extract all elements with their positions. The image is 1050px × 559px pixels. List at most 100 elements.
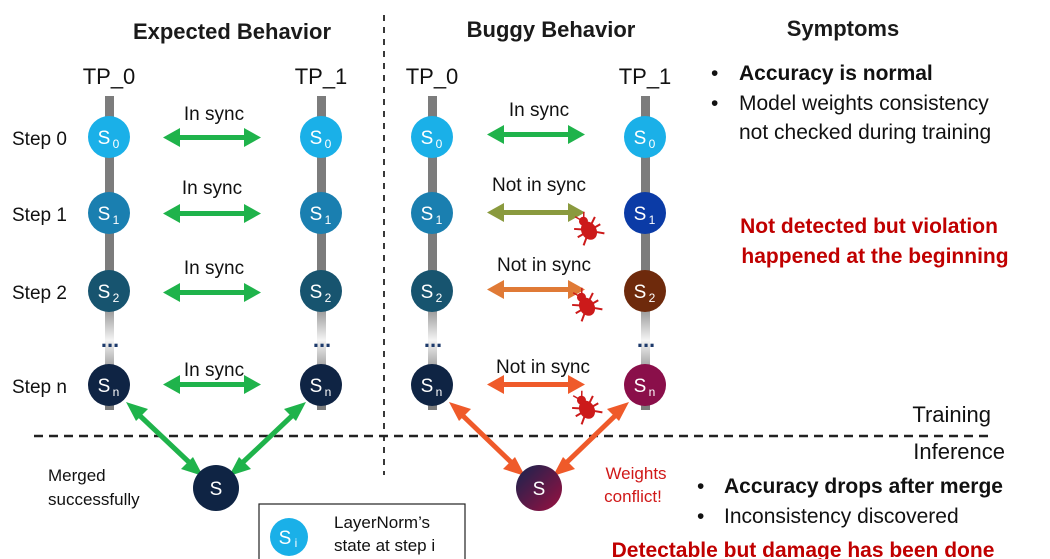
- expected-tp0-label: TP_0: [83, 64, 136, 89]
- merged-label-line1: Merged: [48, 466, 106, 485]
- svg-text:S: S: [210, 479, 223, 500]
- node-expected-tp1-stepn: S n: [300, 364, 342, 406]
- buggy-sync-label-1: Not in sync: [492, 175, 586, 196]
- svg-text:1: 1: [436, 213, 443, 227]
- expected-tp1-rail-gap: [317, 310, 326, 370]
- legend-box: S i LayerNorm’s state at step i: [258, 503, 466, 559]
- node-expected-tp0-step0: S 0: [88, 116, 130, 158]
- merged-label-line2: successfully: [48, 490, 140, 509]
- svg-text:S: S: [421, 204, 434, 225]
- symptom-inconsistency: Inconsistency discovered: [724, 505, 959, 528]
- symptom-bullet-3: •: [697, 475, 704, 498]
- legend-line2: state at step i: [334, 536, 435, 555]
- svg-text:S: S: [634, 282, 647, 303]
- step-1-label: Step 1: [12, 205, 67, 226]
- svg-text:1: 1: [325, 213, 332, 227]
- expected-arrow-step-0: [163, 128, 261, 147]
- symptom-weights-line1: Model weights consistency: [739, 92, 989, 115]
- svg-text:S: S: [310, 282, 323, 303]
- symptom-bullet-4: •: [697, 505, 704, 528]
- expected-sync-label-0: In sync: [184, 104, 244, 125]
- svg-text:0: 0: [113, 137, 120, 151]
- legend-line1: LayerNorm’s: [334, 513, 430, 532]
- svg-text:n: n: [436, 385, 443, 399]
- node-buggy-tp1-stepn: S n: [624, 364, 666, 406]
- expected-sync-label-1: In sync: [182, 178, 242, 199]
- svg-text:S: S: [98, 282, 111, 303]
- symptom-bullet-2: •: [711, 92, 718, 115]
- node-expected-tp1-step1: S 1: [300, 192, 342, 234]
- step-n-label: Step n: [12, 377, 67, 398]
- buggy-tp0-ellipsis: ...: [424, 327, 442, 352]
- buggy-tp0-rail-gap: [428, 310, 437, 370]
- expected-arrow-step-n: [163, 375, 261, 394]
- node-buggy-tp1-step0: S 0: [624, 116, 666, 158]
- step-0-label: Step 0: [12, 129, 67, 150]
- buggy-merge-arrows: [449, 402, 629, 476]
- svg-text:0: 0: [436, 137, 443, 151]
- node-expected-tp1-step0: S 0: [300, 116, 342, 158]
- buggy-arrow-step-1: [487, 203, 585, 222]
- buggy-tp1-label: TP_1: [619, 64, 672, 89]
- expected-tp0-ellipsis: ...: [101, 327, 119, 352]
- merged-node-buggy: S: [516, 465, 562, 511]
- node-buggy-tp0-step2: S 2: [411, 270, 453, 312]
- step-2-label: Step 2: [12, 283, 67, 304]
- symptom-weights-line2: not checked during training: [739, 121, 991, 144]
- node-buggy-tp0-stepn: S n: [411, 364, 453, 406]
- buggy-tp1-rail-gap: [641, 310, 650, 370]
- node-buggy-tp0-step0: S 0: [411, 116, 453, 158]
- legend-node-subscript: i: [295, 536, 298, 550]
- svg-text:S: S: [634, 128, 647, 149]
- svg-text:n: n: [113, 385, 120, 399]
- expected-arrow-step-1: [163, 204, 261, 223]
- svg-text:S: S: [634, 376, 647, 397]
- svg-text:1: 1: [113, 213, 120, 227]
- buggy-arrow-step-n: [487, 375, 585, 394]
- svg-text:S: S: [421, 282, 434, 303]
- svg-text:S: S: [310, 204, 323, 225]
- alert-not-detected-line2: happened at the beginning: [741, 245, 1008, 268]
- node-buggy-tp1-step1: S 1: [624, 192, 666, 234]
- buggy-arrow-step-0: [487, 125, 585, 144]
- svg-text:S: S: [421, 376, 434, 397]
- expected-sync-arrows: [163, 128, 261, 394]
- expected-tp0-rail-gap: [105, 310, 114, 370]
- buggy-tp1-ellipsis: ...: [637, 327, 655, 352]
- svg-text:S: S: [98, 376, 111, 397]
- svg-text:S: S: [634, 204, 647, 225]
- symptoms-title: Symptoms: [787, 16, 899, 41]
- buggy-sync-label-0: In sync: [509, 100, 569, 121]
- symptom-bullet-1: •: [711, 62, 718, 85]
- svg-text:2: 2: [325, 291, 332, 305]
- legend-node-swatch: [270, 518, 308, 556]
- alert-damage-done: Detectable but damage has been done: [612, 539, 995, 559]
- node-buggy-tp1-step2: S 2: [624, 270, 666, 312]
- svg-text:0: 0: [325, 137, 332, 151]
- node-buggy-tp0-step1: S 1: [411, 192, 453, 234]
- training-phase-label: Training: [912, 402, 991, 427]
- svg-text:S: S: [421, 128, 434, 149]
- expected-tp1-label: TP_1: [295, 64, 348, 89]
- buggy-tp0-label: TP_0: [406, 64, 459, 89]
- node-expected-tp0-step1: S 1: [88, 192, 130, 234]
- node-expected-tp1-step2: S 2: [300, 270, 342, 312]
- svg-text:S: S: [310, 128, 323, 149]
- conflict-label-line1: Weights: [605, 464, 666, 483]
- expected-tp1-ellipsis: ...: [313, 327, 331, 352]
- conflict-label-line2: conflict!: [604, 487, 662, 506]
- svg-text:S: S: [533, 479, 546, 500]
- buggy-behavior-title: Buggy Behavior: [467, 17, 636, 42]
- symptom-accuracy-normal: Accuracy is normal: [739, 62, 933, 85]
- symptom-accuracy-drops: Accuracy drops after merge: [724, 475, 1003, 498]
- expected-sync-label-2: In sync: [184, 258, 244, 279]
- buggy-arrow-step-2: [487, 280, 585, 299]
- expected-merge-arrows: [126, 402, 306, 476]
- inference-phase-label: Inference: [913, 439, 1005, 464]
- svg-text:0: 0: [649, 137, 656, 151]
- svg-text:S: S: [98, 204, 111, 225]
- bug-icon-step-n: [565, 385, 605, 426]
- svg-text:S: S: [98, 128, 111, 149]
- svg-text:n: n: [649, 385, 656, 399]
- expected-behavior-title: Expected Behavior: [133, 19, 332, 44]
